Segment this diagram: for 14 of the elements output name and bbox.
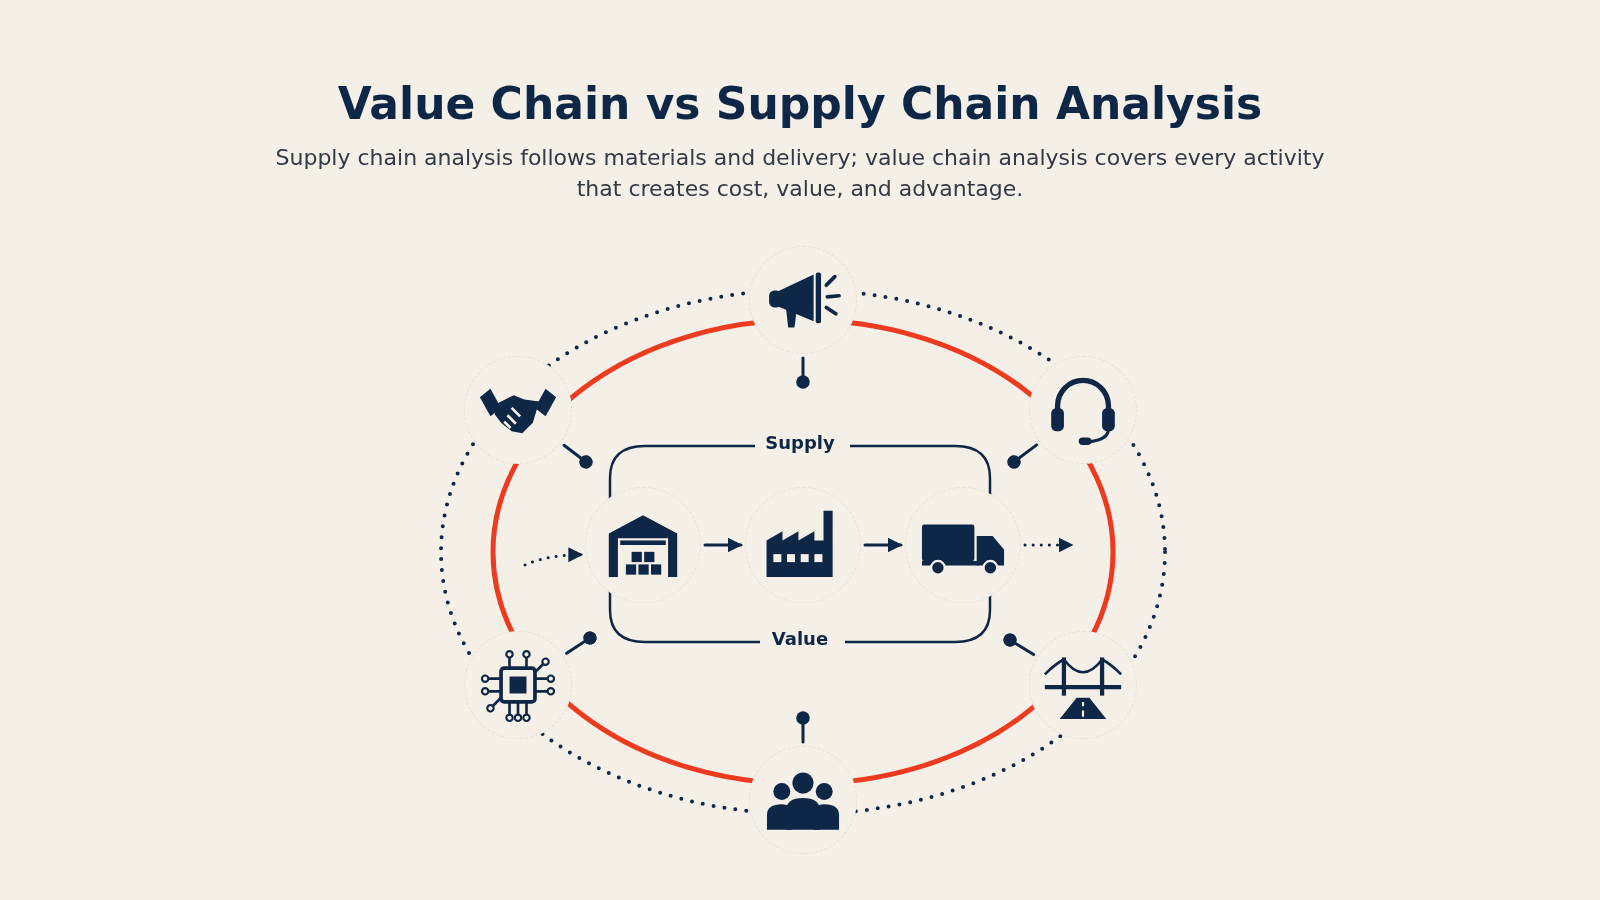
pin-line [796, 356, 810, 389]
pin-line [562, 443, 593, 469]
title: Value Chain vs Supply Chain Analysis [336, 78, 1264, 129]
pin-line [1003, 633, 1036, 657]
arrow [703, 537, 743, 553]
bracket-label: Supply [764, 432, 836, 453]
subtitle: Supply chain analysis follows materials and delivery; value chain analysis covers every activity that creates cost, value, and advantage. [274, 144, 1326, 203]
arrow [1023, 537, 1074, 553]
arrow [523, 547, 584, 567]
pin-line [565, 631, 597, 655]
pin-line [1007, 443, 1039, 469]
arrow [863, 537, 903, 553]
pin-line [796, 711, 810, 744]
bracket-label: Value [770, 628, 830, 649]
